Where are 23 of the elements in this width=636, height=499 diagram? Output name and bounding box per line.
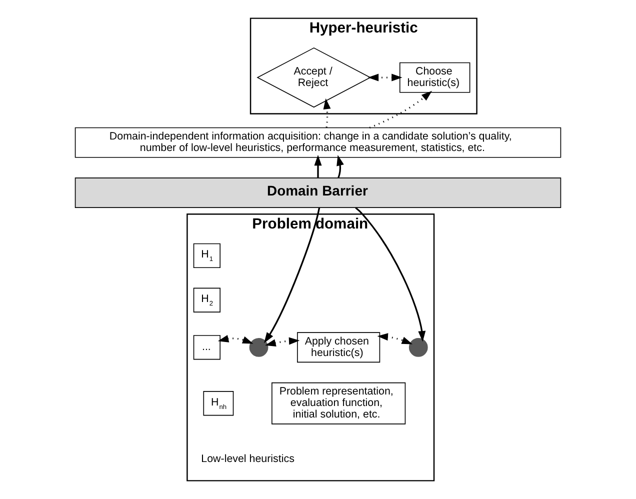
arrow [369, 90, 432, 128]
arrow [218, 335, 254, 344]
node-circle [249, 338, 268, 357]
arrow [264, 208, 320, 344]
arrow [265, 337, 300, 347]
node-box: H$_{nh}$ [203, 391, 234, 416]
arrow [336, 155, 344, 178]
arrow [377, 333, 413, 344]
node-circle [408, 338, 428, 357]
node-box: Domain Barrier [74, 178, 562, 208]
node-box: ... [193, 335, 220, 360]
node-box: Choose heuristic(s) [399, 62, 470, 93]
arrow [323, 98, 331, 128]
node-box: Problem representation, evaluation function, initial solution, etc. [272, 382, 406, 424]
node-box: Domain-independent information acquisition: change in a candidate solution’s quality, number of low-level heuristics, performance measurement, statistics, etc. [74, 127, 562, 158]
node-box: H$_{2}$ [193, 288, 220, 312]
arrow [368, 74, 402, 82]
node-box: H$_{1}$ [193, 243, 220, 268]
arrow [355, 207, 426, 342]
label: Low-level heuristics [201, 453, 294, 466]
node-box: Apply chosen heuristic(s) [297, 332, 380, 363]
arrow [314, 154, 322, 178]
node-diamond: Accept / Reject [256, 47, 372, 108]
